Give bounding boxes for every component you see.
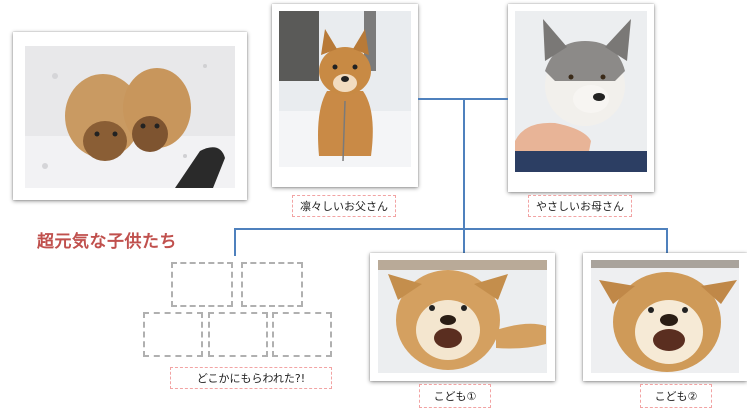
missing-puppy-placeholder — [143, 312, 203, 357]
missing-drop-line — [234, 228, 236, 256]
mother-photo — [508, 4, 654, 192]
child2-drop-line — [666, 228, 668, 256]
child2-photo — [583, 253, 747, 381]
missing-puppy-placeholder — [171, 262, 233, 307]
missing-puppy-placeholder — [241, 262, 303, 307]
page-title: 超元気な子供たち — [37, 232, 177, 252]
father-label: 凛々しいお父さん — [292, 195, 396, 217]
father-photo — [272, 4, 418, 187]
children-connector — [234, 228, 668, 230]
mother-label: やさしいお母さん — [528, 195, 632, 217]
child1-drop-line — [463, 228, 465, 256]
puppies-photo — [13, 32, 247, 200]
child1-photo — [370, 253, 555, 381]
missing-puppy-placeholder — [272, 312, 332, 357]
child2-label: こども② — [640, 384, 712, 408]
missing-label: どこかにもらわれた?! — [170, 367, 332, 389]
parent-drop-line — [463, 99, 465, 229]
child1-label: こども① — [419, 384, 491, 408]
missing-puppy-placeholder — [208, 312, 268, 357]
